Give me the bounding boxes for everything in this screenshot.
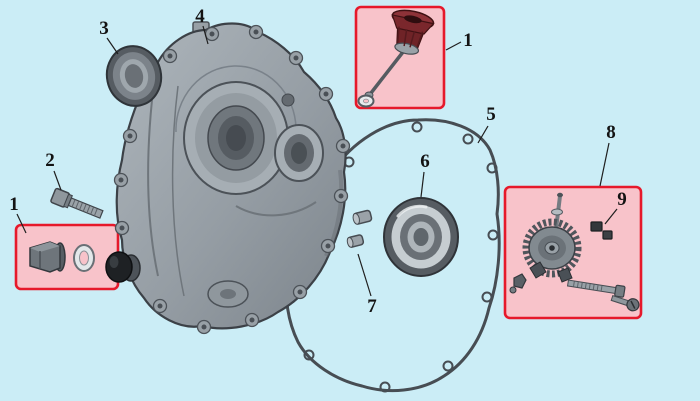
flange-bolt-illustration: [50, 187, 104, 219]
callout-gasket[interactable]: 5: [486, 104, 496, 125]
callout-dowel-pins[interactable]: 7: [367, 296, 377, 317]
callout-drain-plug[interactable]: 1: [9, 194, 19, 215]
cover-plug-illustration: [105, 251, 141, 283]
drain-plug-illustration: [29, 241, 66, 273]
callout-cover[interactable]: 4: [195, 6, 205, 27]
drain-plug-washer-illustration: [73, 244, 95, 272]
callout-flange-bolt[interactable]: 2: [45, 150, 55, 171]
governor-assembly-illustration: [509, 192, 640, 312]
callout-governor-part[interactable]: 9: [617, 189, 627, 210]
ball-bearing-illustration: [383, 197, 459, 277]
callout-bearing[interactable]: 6: [420, 151, 430, 172]
callout-oil-seal[interactable]: 3: [99, 18, 109, 39]
dipstick-illustration: [357, 9, 435, 108]
callout-dipstick[interactable]: 1: [463, 30, 473, 51]
dowel-pins-illustration: [346, 209, 373, 248]
callout-governor[interactable]: 8: [606, 122, 616, 143]
leader-lines: [16, 25, 618, 297]
oil-seal-illustration: [105, 45, 163, 107]
